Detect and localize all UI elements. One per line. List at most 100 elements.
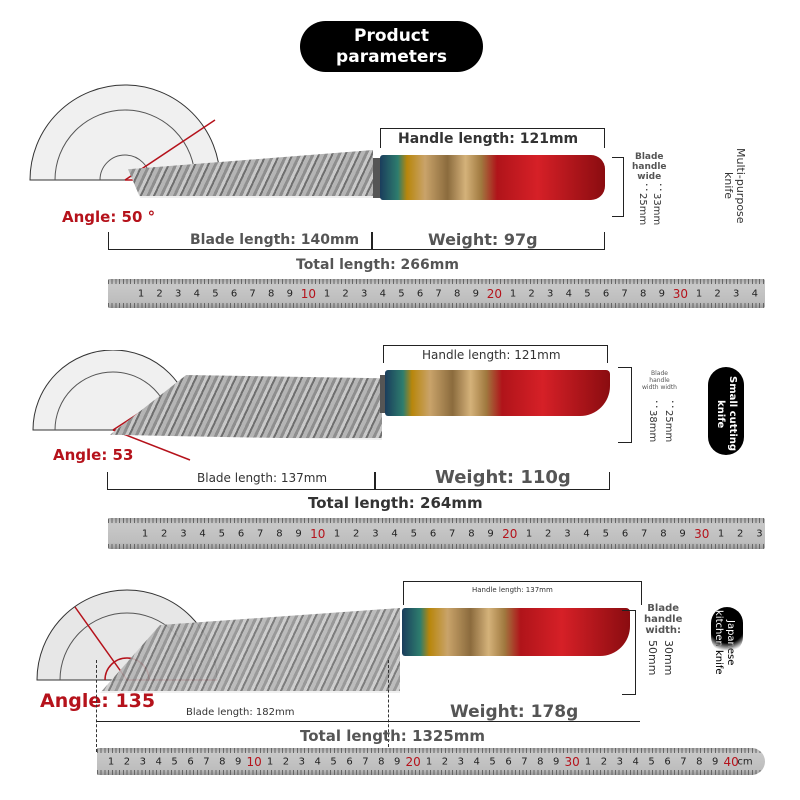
ruler-label: 5: [398, 288, 405, 299]
ruler-label: 5: [602, 528, 609, 539]
ruler-label: 2: [737, 528, 744, 539]
title-line-1: Product: [354, 26, 429, 46]
ruler-label: 3: [733, 288, 740, 299]
blade-length-label: Blade length: 182mm: [186, 707, 295, 718]
handle-length-label: Handle length: 137mm: [472, 586, 553, 594]
handle-length-label: Handle length: 121mm: [422, 348, 561, 362]
width-label: Blade handle wide: [632, 152, 667, 182]
blade-length-bracket: [107, 472, 375, 490]
ruler-label: 4: [473, 756, 480, 767]
ruler-label: 6: [505, 756, 512, 767]
ruler-label: 1: [266, 756, 274, 767]
ruler-label: 30: [694, 526, 710, 541]
ruler-label: 3: [139, 756, 146, 767]
ruler-label: 7: [203, 756, 210, 767]
width-label-line: Blade: [634, 152, 664, 162]
ruler-label: 2: [714, 288, 721, 299]
total-length-label: Total length: 266mm: [296, 257, 459, 273]
ruler-label: 5: [171, 756, 178, 767]
ruler-label: 6: [664, 756, 671, 767]
ruler-ticks: [97, 770, 765, 775]
ruler-label: 2: [342, 288, 349, 299]
ruler-label: 3: [175, 288, 182, 299]
ruler-label: 6: [621, 528, 629, 539]
ruler-unit: cm: [737, 756, 753, 767]
handle-length-bracket: [380, 128, 605, 148]
ruler-label: 9: [487, 528, 494, 539]
width-label-line: width:: [645, 625, 682, 636]
width-label: Blade handle width:: [644, 603, 682, 636]
ruler-label: 3: [298, 756, 305, 767]
width-bracket: [618, 367, 632, 443]
blade-length-line: [96, 721, 388, 722]
ruler-label: 6: [429, 528, 437, 539]
handle: [385, 370, 610, 416]
blade-length-label: Blade length: 137mm: [197, 471, 328, 485]
weight-label: Weight: 178g: [450, 702, 579, 722]
width-values: ：25mm: [636, 183, 648, 225]
title-line-2: parameters: [336, 47, 447, 67]
ruler-label: 8: [378, 756, 385, 767]
ruler-label: 5: [648, 756, 655, 767]
ruler-label: 4: [379, 288, 386, 299]
ruler-label: 3: [180, 528, 187, 539]
ruler-ticks: [97, 748, 765, 753]
ruler-ticks: [108, 279, 765, 284]
ruler-label: 7: [257, 528, 264, 539]
ruler-label: 1: [695, 288, 703, 299]
width-label-line: width width: [642, 384, 677, 391]
ruler-label: 7: [362, 756, 369, 767]
ruler-label: 7: [621, 288, 628, 299]
total-length-label: Total length: 264mm: [308, 494, 483, 512]
handle-length-bracket: [383, 345, 608, 363]
width-bracket: [622, 610, 636, 695]
ruler-label: 8: [276, 528, 283, 539]
weight-label: Weight: 110g: [435, 467, 571, 488]
ruler-label: 6: [237, 528, 245, 539]
ruler-label: 1: [141, 528, 149, 539]
ruler-label: 3: [564, 528, 571, 539]
ruler-label: 10: [310, 526, 326, 541]
ruler-label: 1: [717, 528, 725, 539]
ruler-label: 9: [394, 756, 401, 767]
ruler-label: 3: [547, 288, 554, 299]
total-length-label: Total length: 1325mm: [300, 727, 486, 745]
width-label-line: wide: [637, 172, 662, 182]
angle-label: Angle: 53: [53, 446, 134, 464]
ruler-label: 8: [660, 528, 667, 539]
width-values: 50mm: [646, 640, 659, 675]
width-label-line: handle: [649, 377, 670, 384]
ruler-label: 2: [282, 756, 290, 767]
width-bracket: [612, 157, 624, 217]
ruler-label: 1: [137, 288, 145, 299]
ruler-label: 1: [584, 756, 592, 767]
ruler-label: 3: [372, 528, 379, 539]
ruler-label: 5: [489, 756, 496, 767]
ruler-label: 4: [193, 288, 200, 299]
ruler-label: 3: [361, 288, 368, 299]
ruler-label: 7: [521, 756, 528, 767]
ruler-label: 5: [212, 288, 219, 299]
width-value: ：33mm: [651, 183, 662, 226]
ruler-ticks: [108, 303, 765, 308]
ruler-label: 6: [187, 756, 194, 767]
handle-line: [388, 721, 640, 722]
weight-label: Weight: 97g: [428, 230, 538, 249]
ruler-label: 9: [295, 528, 302, 539]
ruler-label: 4: [632, 756, 639, 767]
ruler-label: 5: [584, 288, 591, 299]
ruler-label: 6: [346, 756, 353, 767]
ruler-label: 20: [405, 754, 421, 769]
width-value: ：38mm: [647, 400, 658, 443]
ruler-label: 2: [161, 528, 168, 539]
dashed-guide: [388, 660, 389, 752]
knife-type-line: knife: [722, 172, 735, 200]
ruler-label: 8: [468, 528, 475, 539]
protractor-icon: [29, 84, 221, 181]
handle-length-label: Handle length: 121mm: [398, 131, 579, 147]
ruler-label: 9: [472, 288, 479, 299]
ruler-label: 2: [528, 288, 535, 299]
